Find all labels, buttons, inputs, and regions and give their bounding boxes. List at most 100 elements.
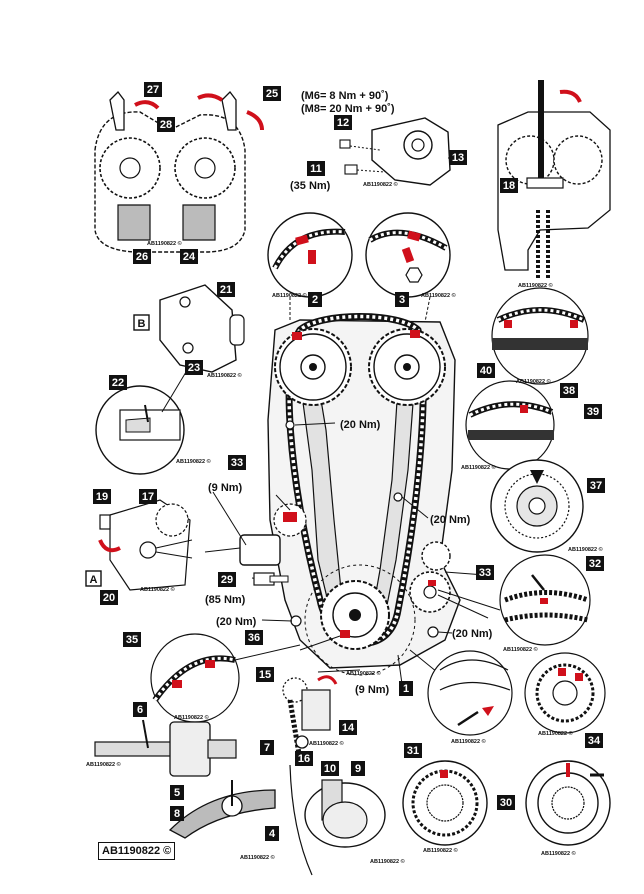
callout-18: 18 xyxy=(500,178,518,193)
chain-tensioner xyxy=(239,503,307,566)
callout-31: 31 xyxy=(404,743,422,758)
callout-6: 6 xyxy=(133,702,147,717)
ref-code: AB1190822 © xyxy=(518,282,553,289)
callout-14: 14 xyxy=(339,720,357,735)
callout-36: 36 xyxy=(245,630,263,645)
timing-mark-intake xyxy=(410,330,420,338)
timing-mark-crank xyxy=(340,630,350,638)
callout-11: 11 xyxy=(307,161,325,176)
bracket-panel xyxy=(339,117,456,186)
bolt xyxy=(290,615,302,627)
svg-text:11: 11 xyxy=(310,163,322,175)
callout-5: 5 xyxy=(170,785,184,800)
svg-text:3: 3 xyxy=(399,294,405,306)
torque-m8: (M8= 20 Nm + 90˚) xyxy=(301,103,395,115)
zoom-pump-mark-34 xyxy=(524,652,606,734)
main-reference-label: AB1190822 © xyxy=(98,842,176,860)
callout-16: 16 xyxy=(295,751,313,766)
bolt xyxy=(285,420,295,430)
svg-text:22: 22 xyxy=(112,377,124,389)
svg-text:18: 18 xyxy=(503,180,515,192)
locking-pin-panel xyxy=(98,499,193,591)
callout-2: 2 xyxy=(308,292,322,307)
main-assembly xyxy=(204,313,501,685)
callout-19: 19 xyxy=(93,489,111,504)
zoom-sprocket-30 xyxy=(525,760,611,846)
ref-code: AB1190822 © xyxy=(538,730,573,737)
crank-detail-ring xyxy=(304,564,416,676)
ref-code: AB1190822 © xyxy=(346,670,381,677)
svg-text:5: 5 xyxy=(174,787,180,799)
svg-text:24: 24 xyxy=(183,251,196,263)
callout-25: 25 xyxy=(263,86,281,101)
svg-text:37: 37 xyxy=(590,480,602,492)
ref-code: AB1190822 © xyxy=(207,372,242,379)
callout-27: 27 xyxy=(144,82,162,97)
ref-code: AB1190822 © xyxy=(309,740,344,747)
svg-text:20: 20 xyxy=(103,592,115,604)
callout-39: 39 xyxy=(584,404,602,419)
svg-text:B: B xyxy=(138,318,146,330)
crankshaft-sprocket xyxy=(320,580,390,650)
callout-8: 8 xyxy=(170,806,184,821)
svg-text:25: 25 xyxy=(266,88,278,100)
tensioner-detail-panel xyxy=(159,284,245,373)
svg-text:21: 21 xyxy=(220,284,232,296)
svg-text:39: 39 xyxy=(587,406,599,418)
torque-20nm-a: (20 Nm) xyxy=(340,419,381,431)
svg-text:10: 10 xyxy=(324,763,336,775)
svg-text:34: 34 xyxy=(588,735,601,747)
svg-text:26: 26 xyxy=(136,251,148,263)
torque-20nm-b: (20 Nm) xyxy=(430,514,471,526)
intake-camshaft-sprocket xyxy=(368,328,446,406)
zoom-crank-pulley-37 xyxy=(490,459,584,553)
torque-m6: (M6= 8 Nm + 90˚) xyxy=(301,90,389,102)
svg-text:16: 16 xyxy=(298,753,310,765)
callout-29: 29 xyxy=(218,572,236,587)
svg-text:9: 9 xyxy=(355,763,361,775)
zoom-tensioner-pin xyxy=(95,371,187,475)
exhaust-camshaft-sprocket xyxy=(274,328,352,406)
callout-33-b: 33 xyxy=(476,565,494,580)
svg-text:2: 2 xyxy=(312,294,318,306)
oil-pump-chain xyxy=(282,675,338,761)
crank-tool xyxy=(94,719,237,777)
callout-30: 30 xyxy=(497,795,515,810)
callout-21: 21 xyxy=(217,282,235,297)
svg-text:33: 33 xyxy=(231,457,243,469)
ref-code: AB1190822 © xyxy=(541,850,576,857)
callout-32: 32 xyxy=(586,556,604,571)
oil-pump-sprocket xyxy=(409,541,451,613)
camshaft-locking-panel xyxy=(94,91,264,253)
torque-20nm-d: (20 Nm) xyxy=(452,628,493,640)
ref-code: AB1190822 © xyxy=(370,858,405,865)
torque-9nm-b: (9 Nm) xyxy=(355,684,390,696)
ref-code: AB1190822 © xyxy=(272,292,307,299)
callout-4: 4 xyxy=(265,826,279,841)
zoom-crank-mark-1 xyxy=(427,650,513,736)
letter-box-a: A xyxy=(85,570,102,587)
svg-text:15: 15 xyxy=(259,669,271,681)
torque-20nm-c: (20 Nm) xyxy=(216,616,257,628)
callout-38: 38 xyxy=(560,383,578,398)
callout-3: 3 xyxy=(395,292,409,307)
letter-box-b: B xyxy=(133,314,150,331)
callout-10: 10 xyxy=(321,761,339,776)
callout-33: 33 xyxy=(228,455,246,470)
svg-text:4: 4 xyxy=(269,828,276,840)
svg-text:40: 40 xyxy=(480,365,492,377)
chain-removal-panel xyxy=(497,80,611,280)
callout-40: 40 xyxy=(477,363,495,378)
ref-code: AB1190822 © xyxy=(140,586,175,593)
ref-code: AB1190822 © xyxy=(451,738,486,745)
callout-15: 15 xyxy=(256,667,274,682)
callout-9: 9 xyxy=(351,761,365,776)
zoom-pump-mark-32 xyxy=(499,554,591,646)
callout-12: 12 xyxy=(334,115,352,130)
ref-code: AB1190822 © xyxy=(147,240,182,247)
svg-text:30: 30 xyxy=(500,797,512,809)
callout-37: 37 xyxy=(587,478,605,493)
svg-text:19: 19 xyxy=(96,491,108,503)
svg-text:29: 29 xyxy=(221,574,233,586)
